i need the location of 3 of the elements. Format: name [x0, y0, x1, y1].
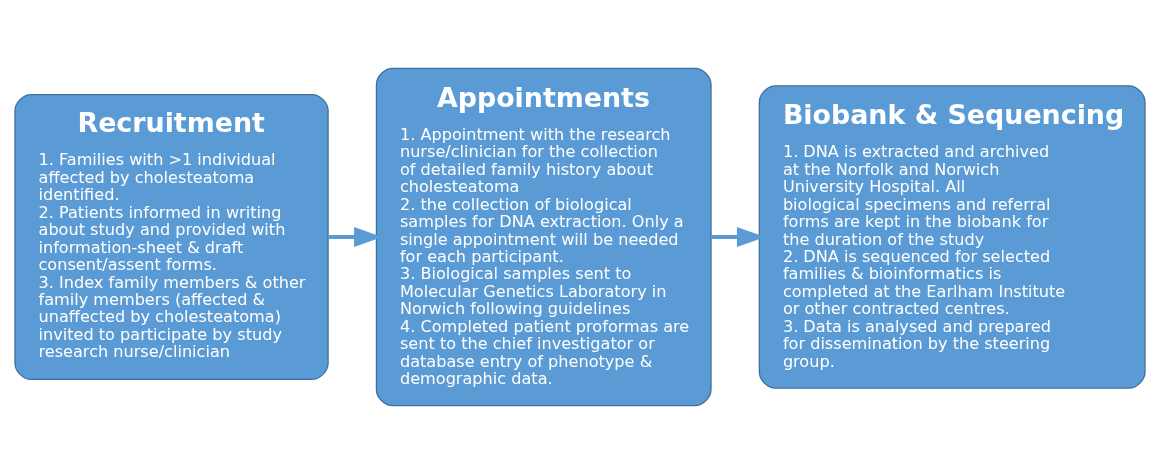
- node-box: Biobank & Sequencing 1. DNA is extracted and archived at the Norfolk and Norwich University Hospital. All biological specimens and referral forms are kept in the biobank for the duration of the study 2. DNA is sequenced for selected families & bioinformatics is completed at the Earlham Institute or other contracted centres. 3. Data is analysed and prepared for dissemination by the steering group.: [758, 84, 1146, 389]
- node-box: Recruitment 1. Families with >1 individual affected by cholesteatoma identified. 2. Patients informed in writing about study and provided with information-sheet & draft consent/assent forms. 3. Index family members & other family members (affected & unaffected by cholesteatoma) invited to participate by study research nurse/clinician: [14, 93, 329, 380]
- node-box: Appointments 1. Appointment with the research nurse/clinician for the collection of detailed family history about cholesteatoma 2. the collection of biological samples for DNA extraction. Only a single appointment will be needed for each participant. 3. Biological samples sent to Molecular Genetics Laboratory in Norwich following guidelines 4. Completed patient proformas are sent to the chief investigator or database entry of phenotype & demographic data.: [375, 67, 712, 406]
